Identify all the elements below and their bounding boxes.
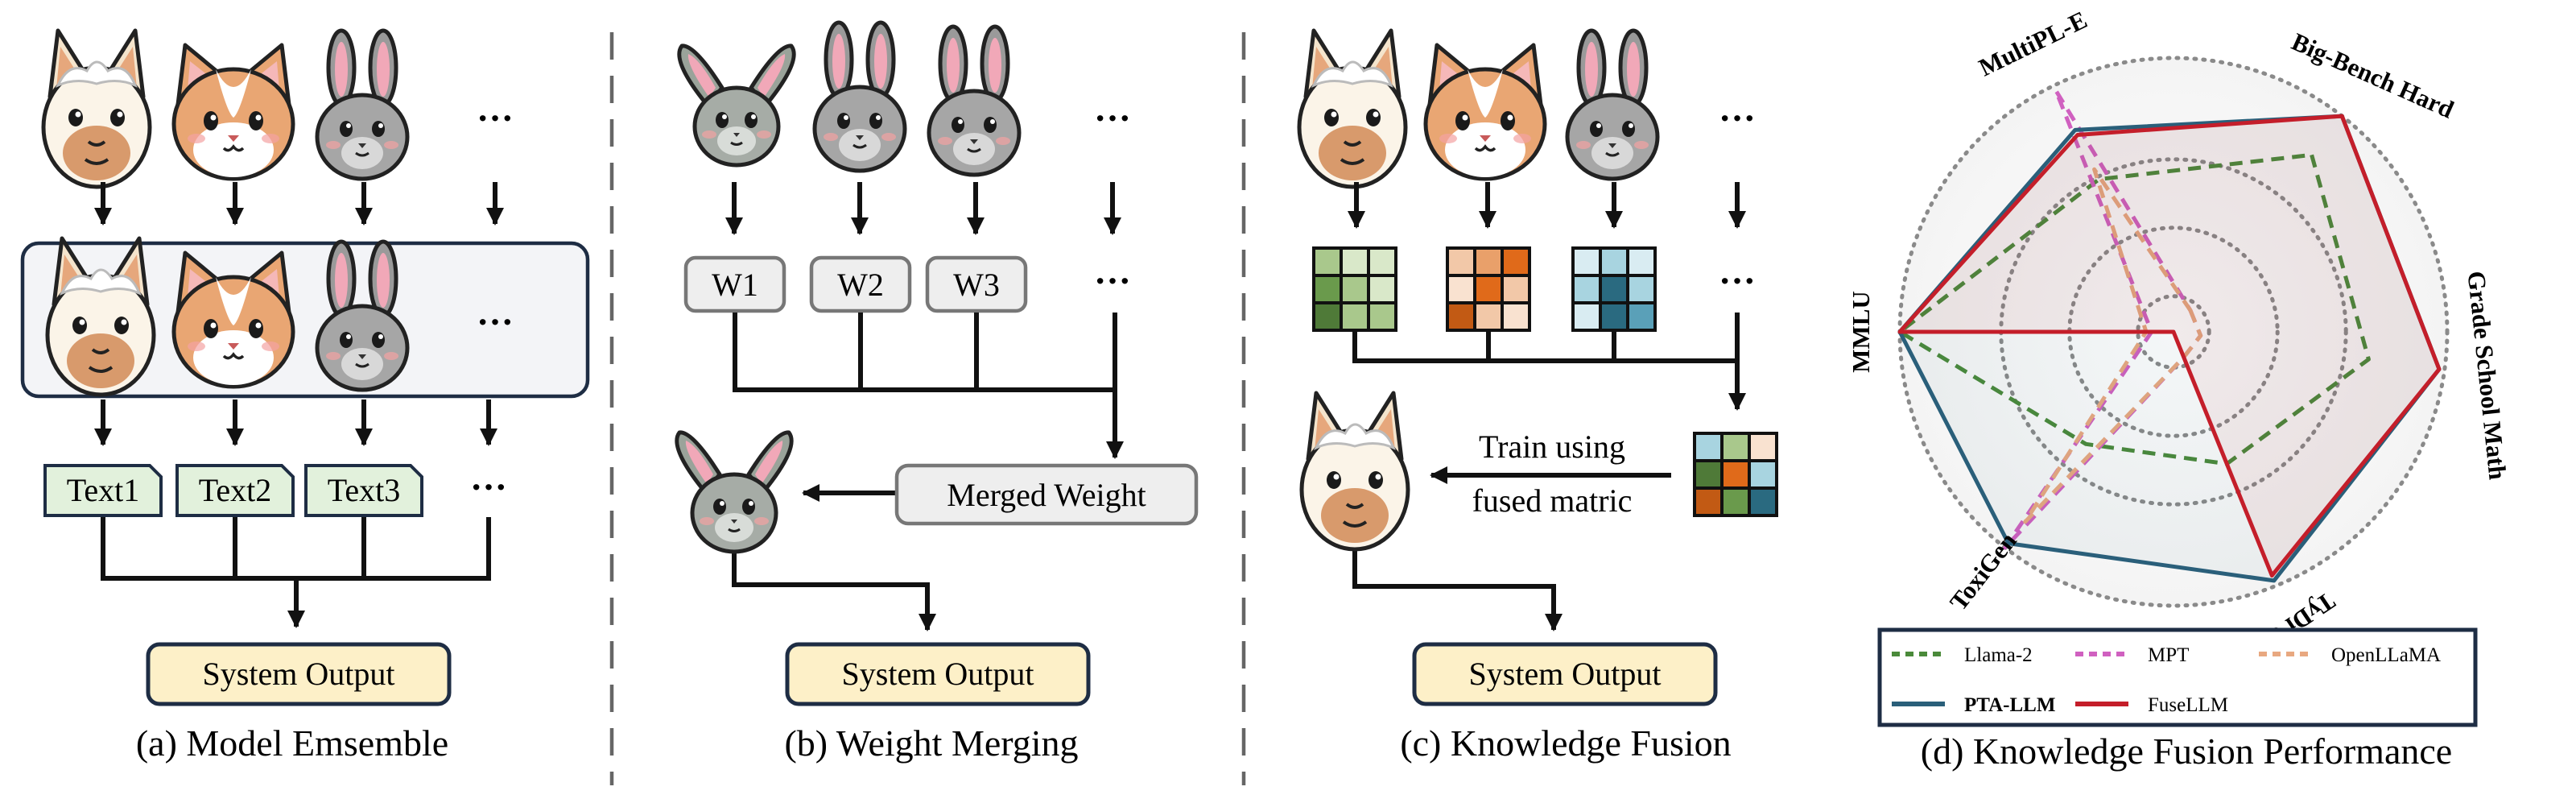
system-output-box [785, 642, 1091, 706]
merged-weight-box [894, 463, 1199, 526]
system-output-label: System Output [1469, 656, 1662, 692]
weight-box: W2 [809, 255, 912, 313]
legend-label: Llama-2 [1964, 644, 2033, 666]
ellipsis: ··· [470, 466, 507, 507]
rabbit-face-icon [317, 31, 407, 179]
legend-label: FuseLLM [2148, 694, 2228, 716]
connector-arrows [1348, 182, 1746, 229]
green-matrix-icon [1312, 246, 1397, 332]
text-output-box: Text2 [175, 464, 295, 517]
text-label: Text1 [67, 472, 140, 508]
legend-label: MPT [2148, 644, 2189, 666]
text-output-box: Text3 [304, 464, 423, 517]
cat-face-icon [174, 45, 293, 179]
rabbit-face-icon [1567, 31, 1657, 179]
train-label-line2: fused matric [1472, 482, 1633, 519]
rabbit-face-icon [677, 433, 792, 552]
cat-face-icon [1426, 45, 1545, 179]
train-label-line1: Train using [1479, 428, 1625, 465]
legend-label: OpenLLaMA [2331, 644, 2441, 666]
axis-label: Grade School Math [2462, 270, 2512, 481]
series-openllama [2023, 167, 2203, 524]
rabbit-face-icon [815, 23, 905, 171]
fused-matrix-icon [1693, 432, 1778, 517]
text-output-box: Text1 [43, 464, 163, 517]
panel-caption: (b) Weight Merging [784, 722, 1078, 764]
series-llama-2 [1897, 152, 2371, 466]
teal-matrix-icon [1571, 246, 1657, 332]
weight-box: W1 [683, 255, 786, 313]
panel-caption: (c) Knowledge Fusion [1400, 722, 1731, 764]
weight-label: W1 [712, 267, 758, 303]
weight-box: W3 [925, 255, 1028, 313]
system-output-label: System Output [203, 656, 395, 692]
panel-b-weight-merging: ··· W1 W2 W3 ··· [677, 23, 1199, 764]
ellipsis: ··· [1719, 260, 1756, 301]
panel-caption: (a) Model Emsemble [136, 722, 448, 764]
rabbit-face-icon [679, 46, 795, 165]
merged-weight-label: Merged Weight [947, 477, 1146, 513]
panel-caption: (d) Knowledge Fusion Performance [1921, 731, 2452, 772]
connector-arrows [725, 182, 1121, 235]
system-output-label: System Output [842, 656, 1034, 692]
llama-face-icon [1302, 393, 1408, 549]
connector-arrows [94, 182, 504, 446]
merge-lines [1352, 313, 1746, 631]
chart-legend: Llama-2 MPT OpenLLaMA PTA-LLM FuseLLM [1877, 627, 2478, 727]
axis-label: MMLU [1847, 291, 1875, 373]
ellipsis: ··· [477, 301, 514, 342]
orange-matrix-icon [1446, 246, 1531, 332]
series-fusellm [1897, 114, 2442, 578]
axis-label: ToxiGen [1944, 527, 2022, 615]
merge-lines [732, 313, 1124, 631]
ensemble-box [20, 241, 590, 399]
text-label: Text2 [199, 472, 272, 508]
llama-face-icon [43, 31, 150, 187]
ellipsis: ··· [1094, 260, 1131, 301]
ellipsis: ··· [1719, 97, 1756, 139]
ellipsis: ··· [477, 97, 514, 139]
panel-c-knowledge-fusion: ··· ··· [1299, 31, 1778, 764]
axis-label: MultiPL-E [1975, 6, 2091, 82]
text-label: Text3 [328, 472, 401, 508]
llama-face-icon [1299, 31, 1406, 187]
legend-label: PTA-LLM [1964, 694, 2055, 716]
ellipsis: ··· [1094, 97, 1131, 139]
system-output-box [146, 642, 452, 706]
panel-a-model-ensemble: ··· ··· Text1 Text2 Text3 ··· [20, 31, 590, 764]
weight-label: W2 [837, 267, 884, 303]
rabbit-face-icon [929, 27, 1019, 175]
legend-box [1877, 627, 2478, 727]
weight-label: W3 [953, 267, 1000, 303]
system-output-box [1412, 642, 1718, 706]
merge-lines [101, 517, 491, 628]
